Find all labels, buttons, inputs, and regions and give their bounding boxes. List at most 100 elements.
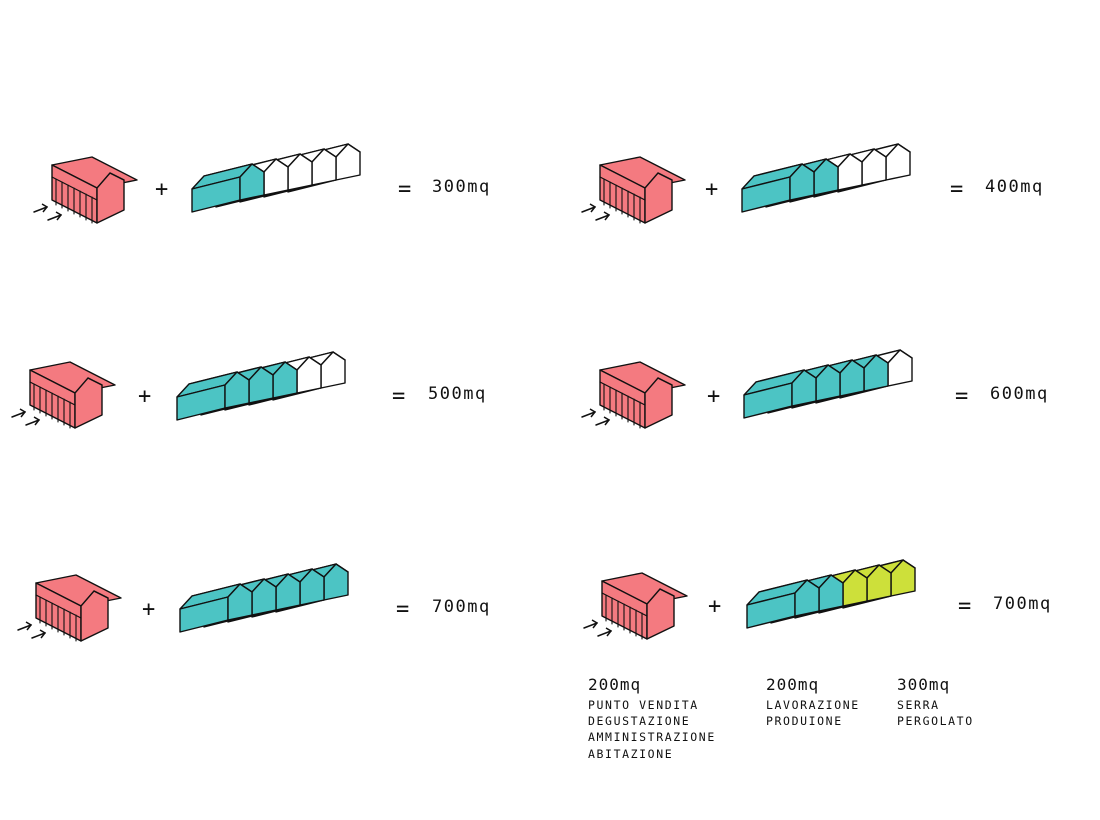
legend-line: PUNTO VENDITA (588, 698, 699, 712)
line (33, 206, 48, 213)
building-module (746, 579, 820, 629)
line (657, 377, 673, 386)
line (583, 622, 598, 629)
diagram-row-6: + = 700mq (583, 559, 1052, 640)
line (581, 411, 596, 418)
module-gable (794, 579, 820, 617)
arrow-icon (591, 619, 599, 629)
legend-area-serra: 300mq (897, 675, 950, 694)
legend-line: SERRA (897, 698, 940, 712)
legend-main-building: 200mq PUNTO VENDITA DEGUSTAZIONE AMMINIS… (588, 675, 716, 761)
equals-sign: = (396, 597, 409, 622)
legend-area-lavorazione: 200mq (766, 675, 819, 694)
arrow-icon (603, 211, 611, 221)
total-area: 500mq (428, 384, 487, 404)
building-module (179, 583, 253, 633)
line (25, 419, 40, 426)
legend-line: DEGUSTAZIONE (588, 714, 690, 728)
main-building-icon (583, 572, 688, 640)
line (17, 624, 32, 631)
plus-sign: + (142, 597, 155, 622)
module-gable (227, 583, 253, 621)
main-building-icon (581, 156, 686, 224)
arrow-icon (19, 408, 27, 418)
total-area: 300mq (432, 177, 491, 197)
total-area: 700mq (432, 597, 491, 617)
legend-line: ABITAZIONE (588, 747, 673, 761)
equals-sign: = (950, 177, 963, 202)
total-area: 400mq (985, 177, 1044, 197)
modules-group (179, 563, 349, 633)
line (87, 377, 103, 386)
modules-group (191, 143, 361, 213)
legend-line: AMMINISTRAZIONE (588, 730, 716, 744)
line (657, 172, 673, 181)
main-building-gable (646, 588, 675, 640)
diagram-row-5: + = 700mq (17, 563, 491, 642)
line (109, 172, 125, 181)
arrow-icon (41, 203, 49, 213)
main-building-gable (74, 377, 103, 429)
arrow-icon (603, 416, 611, 426)
building-module (176, 371, 250, 421)
modules-group (743, 349, 913, 419)
legend-line: PRODUIONE (766, 714, 843, 728)
building-module (191, 163, 265, 213)
main-building-icon (17, 574, 122, 642)
diagram-rows: + = 300mq + = 400mq + = 500mq + = 600mq + = 700mq + = 700… (11, 143, 1052, 642)
main-building-icon (33, 156, 138, 224)
equals-sign: = (398, 177, 411, 202)
plus-sign: + (708, 594, 721, 619)
line (659, 588, 675, 597)
equals-sign: = (955, 384, 968, 409)
line (31, 632, 46, 639)
main-building-gable (644, 172, 673, 224)
modules-group (176, 351, 346, 421)
building-module (743, 369, 817, 419)
line (93, 590, 109, 599)
module-gable (224, 371, 250, 409)
modules-group (746, 559, 916, 629)
arrow-icon (589, 408, 597, 418)
diagram-row-1: + = 300mq (33, 143, 491, 224)
legend-line: PERGOLATO (897, 714, 974, 728)
line (47, 214, 62, 221)
line (597, 630, 612, 637)
module-gable (239, 163, 265, 201)
line (11, 411, 26, 418)
legend-area-main: 200mq (588, 675, 641, 694)
modules-group (741, 143, 911, 213)
line (581, 206, 596, 213)
plus-sign: + (138, 384, 151, 409)
main-building-gable (644, 377, 673, 429)
arrow-icon (605, 627, 613, 637)
equals-sign: = (958, 594, 971, 619)
diagram-row-2: + = 400mq (581, 143, 1044, 224)
diagram-row-4: + = 600mq (581, 349, 1049, 429)
module-gable (789, 163, 815, 201)
main-building-gable (80, 590, 109, 642)
main-building-icon (581, 361, 686, 429)
legend: 200mq PUNTO VENDITA DEGUSTAZIONE AMMINIS… (588, 675, 974, 761)
total-area: 600mq (990, 384, 1049, 404)
arrow-icon (25, 621, 33, 631)
plus-sign: + (707, 384, 720, 409)
legend-line: LAVORAZIONE (766, 698, 860, 712)
arrow-icon (39, 629, 47, 639)
plus-sign: + (705, 177, 718, 202)
arrow-icon (55, 211, 63, 221)
building-module (741, 163, 815, 213)
total-area: 700mq (993, 594, 1052, 614)
diagram-row-3: + = 500mq (11, 351, 487, 429)
line (595, 419, 610, 426)
legend-lavorazione: 200mq LAVORAZIONE PRODUIONE (766, 675, 860, 728)
plus-sign: + (155, 177, 168, 202)
equals-sign: = (392, 384, 405, 409)
arrow-icon (33, 416, 41, 426)
main-building-gable (96, 172, 125, 224)
arrow-icon (589, 203, 597, 213)
legend-serra: 300mq SERRA PERGOLATO (897, 675, 974, 728)
module-gable (791, 369, 817, 407)
line (595, 214, 610, 221)
